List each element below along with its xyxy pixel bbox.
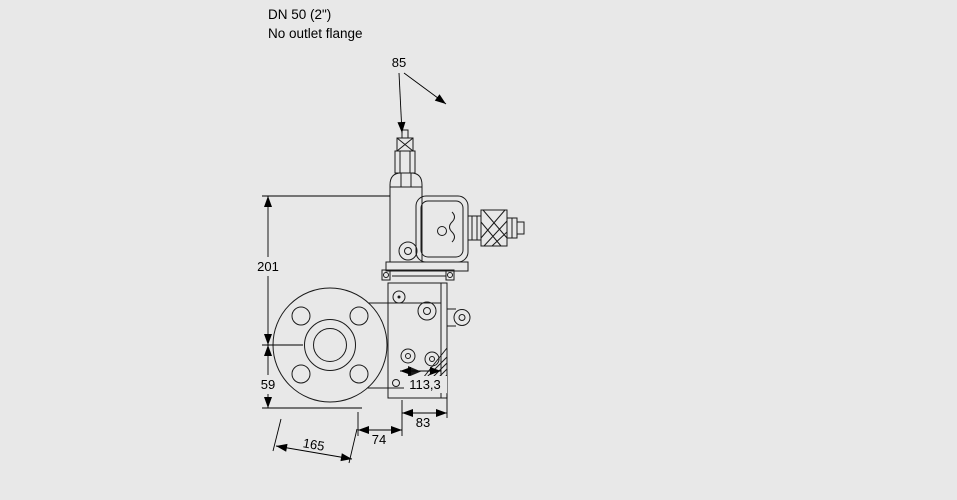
title-line-1: DN 50 (2") [268, 7, 331, 22]
dim-leader-85-left [397, 72, 406, 134]
flange-bore-outer [304, 319, 356, 371]
stem-ribs [399, 151, 411, 173]
terminal-box-screw [437, 226, 447, 236]
dim-label-113: 113,3 [409, 377, 441, 392]
dim-label-59: 59 [261, 377, 275, 392]
dim-label-83: 83 [416, 415, 430, 430]
title-line-2: No outlet flange [268, 26, 363, 41]
manual-override-inner [404, 247, 412, 255]
bg-113 [404, 376, 447, 393]
bg-201 [254, 257, 282, 276]
body-outline [387, 282, 448, 399]
bonnet-screw-right [447, 272, 453, 278]
pressure-tap-outer [417, 301, 437, 321]
dim-label-74: 74 [372, 432, 386, 447]
dim-label-201: 201 [257, 259, 279, 274]
ext-line-165-right [348, 428, 358, 464]
hatch-lines [425, 356, 448, 379]
gland-body [480, 209, 508, 247]
labels-group: DN 50 (2") No outlet flange 85 201 59 74… [257, 7, 441, 454]
dimension-text-backgrounds [254, 257, 447, 394]
stem-housing [394, 150, 416, 174]
lower-tap-left-inner [405, 353, 411, 359]
bolt-hole-top-left [291, 306, 311, 326]
terminal-box-inner [420, 200, 464, 258]
dim-leader-85-right [403, 72, 447, 105]
flange-bore-inner [313, 328, 347, 362]
bolt-hole-bottom-right [349, 364, 369, 384]
flow-arrow-icon [408, 366, 421, 377]
stem-nub [401, 129, 409, 139]
lower-tap-right-outer [424, 351, 440, 367]
bolt-hole-bottom-left [291, 364, 311, 384]
side-tap-inner [458, 314, 466, 321]
lower-tap-left-outer [400, 348, 416, 364]
dimension-lines-group [262, 72, 448, 464]
dim-line-165 [275, 443, 353, 462]
body-screw-center [397, 295, 401, 299]
dim-label-165: 165 [302, 435, 326, 454]
pressure-tap-inner [423, 307, 431, 315]
cable-squiggle [449, 211, 455, 243]
dim-label-85: 85 [392, 55, 406, 70]
side-boss-lines [447, 308, 456, 327]
terminal-box-outer [415, 195, 469, 263]
manual-override-outer [398, 241, 418, 261]
coil-top-ribs [400, 173, 412, 187]
bonnet-screw-left [383, 272, 389, 278]
side-tap-outer [453, 309, 471, 326]
bottom-plug [392, 379, 400, 387]
gland-knurl [480, 209, 508, 247]
lower-tap-right-inner [429, 356, 435, 362]
gland-tip [516, 221, 525, 235]
bolt-hole-top-right [349, 306, 369, 326]
gland-section-1 [467, 215, 482, 241]
ext-line-165-left [272, 418, 282, 452]
body-screw [392, 290, 406, 304]
bonnet-tab-right [445, 269, 455, 281]
stem-cap-cross [396, 137, 414, 152]
bg-59 [256, 375, 280, 394]
gland-ribs-1 [471, 216, 478, 240]
